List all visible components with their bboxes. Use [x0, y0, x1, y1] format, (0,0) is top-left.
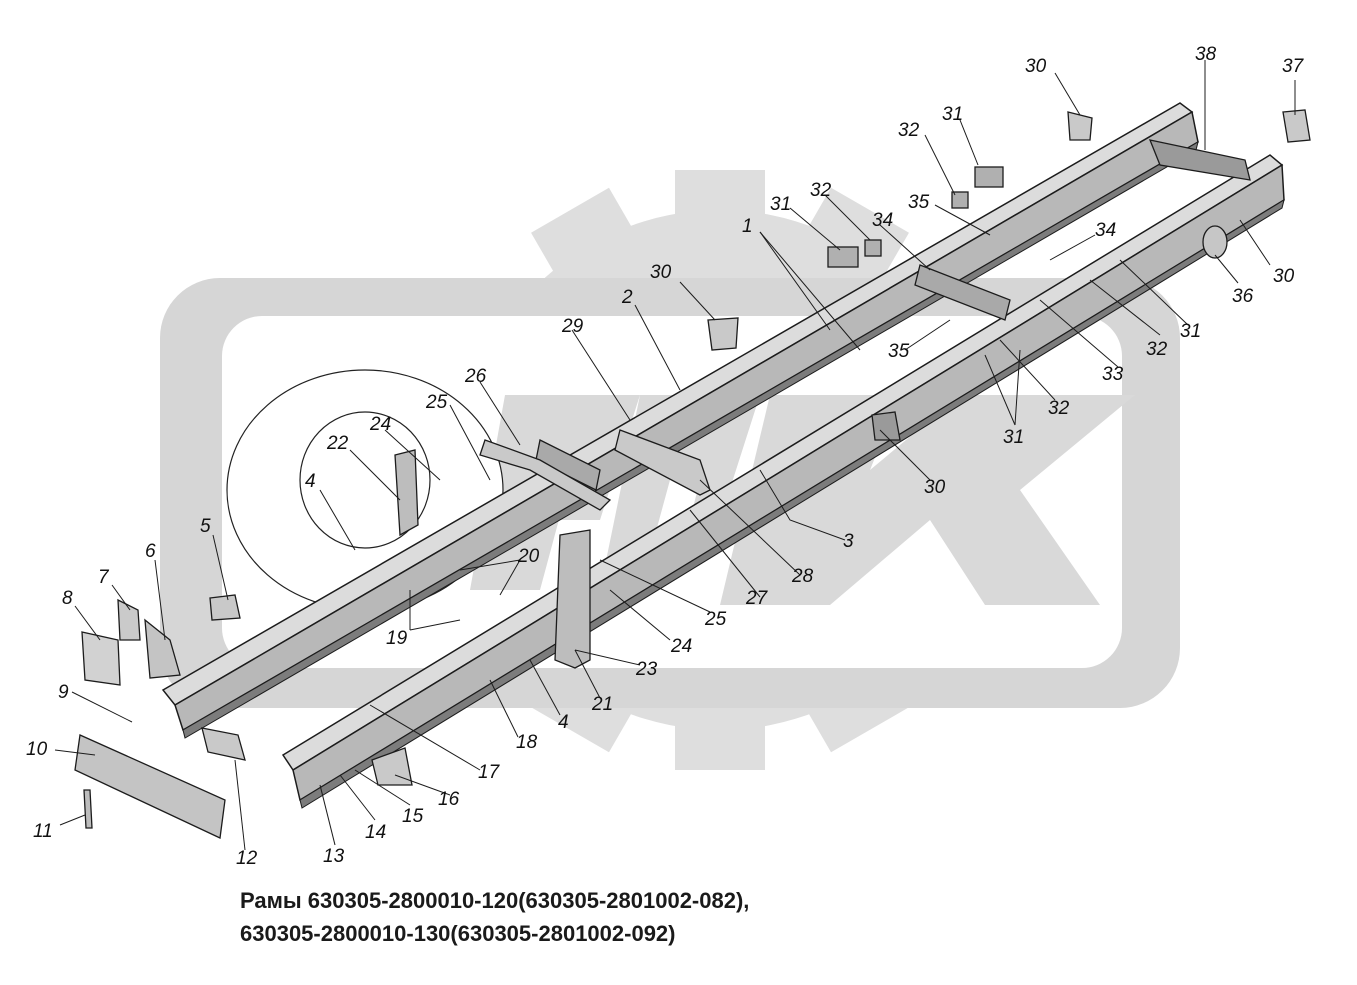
callout-32-bottom: 32	[1048, 398, 1070, 419]
callout-22: 22	[326, 433, 349, 454]
callout-18: 18	[516, 732, 538, 753]
callout-30-mid: 30	[650, 262, 672, 283]
callout-16: 16	[438, 789, 460, 810]
callout-38: 38	[1195, 44, 1217, 65]
part-37-bracket	[1282, 109, 1311, 143]
callout-10: 10	[26, 739, 48, 760]
part-31-plate-b	[974, 166, 1004, 188]
callout-4-lower: 4	[558, 712, 569, 733]
part-7-bracket	[117, 598, 141, 641]
callout-34-right: 34	[1095, 220, 1116, 241]
part-31-plate-a	[827, 246, 859, 268]
leaf-spring-right	[614, 429, 711, 496]
frame-side-member-right	[281, 154, 1285, 809]
part-16-bracket	[371, 747, 413, 786]
part-32-plate-a	[864, 239, 882, 257]
diagram-caption: Рамы 630305-2800010-120(630305-2801002-0…	[240, 884, 749, 950]
part-30-bracket-low	[871, 411, 901, 441]
callout-7: 7	[98, 567, 110, 588]
callout-4-upper: 4	[305, 471, 316, 492]
callout-30-low: 30	[924, 477, 946, 498]
callout-6: 6	[145, 541, 156, 562]
part-30-bracket-top	[1067, 111, 1093, 141]
caption-line-1: Рамы 630305-2800010-120(630305-2801002-0…	[240, 888, 750, 913]
callout-9: 9	[58, 682, 69, 703]
callout-21: 21	[591, 694, 613, 715]
part-11-pin	[83, 789, 93, 829]
callout-31-left: 31	[770, 194, 791, 215]
callout-3: 3	[843, 531, 854, 552]
cross-member-front	[74, 734, 226, 839]
callout-28: 28	[791, 566, 814, 587]
watermark-inner-ellipse	[299, 411, 431, 549]
callout-24-lower: 24	[670, 636, 692, 657]
callout-34-left: 34	[872, 210, 893, 231]
spring-bracket-front	[554, 529, 591, 669]
frame-cross-members	[74, 109, 1311, 839]
callout-31-top: 31	[942, 104, 963, 125]
callout-33: 33	[1102, 364, 1124, 385]
callout-35-bottom: 35	[888, 341, 910, 362]
callout-26: 26	[464, 366, 487, 387]
callout-23: 23	[635, 659, 658, 680]
cross-member-middle	[535, 439, 601, 491]
callout-31-right: 31	[1180, 321, 1201, 342]
callout-31-bottom: 31	[1003, 427, 1024, 448]
callout-5: 5	[200, 516, 211, 537]
callout-19: 19	[386, 628, 408, 649]
leaf-spring-left	[479, 439, 612, 511]
callout-37: 37	[1282, 56, 1305, 77]
part-12-bracket	[201, 727, 246, 761]
callout-32-top: 32	[898, 120, 920, 141]
callout-13: 13	[323, 846, 345, 867]
leader-lines	[54, 60, 1296, 851]
part-5-bracket	[209, 594, 241, 621]
part-8-bracket	[81, 631, 121, 686]
callout-11: 11	[33, 821, 53, 842]
callout-15: 15	[402, 806, 424, 827]
cross-member-rear	[1148, 139, 1251, 181]
callout-14: 14	[365, 822, 386, 843]
callout-12: 12	[236, 848, 258, 869]
callout-17: 17	[478, 762, 501, 783]
callout-27: 27	[745, 588, 769, 609]
part-32-plate-b	[951, 191, 969, 209]
callout-30-top: 30	[1025, 56, 1047, 77]
callout-2: 2	[621, 287, 633, 308]
callout-24-upper: 24	[369, 414, 391, 435]
callout-36: 36	[1232, 286, 1254, 307]
callout-8: 8	[62, 588, 73, 609]
callout-20: 20	[517, 546, 540, 567]
callout-labels: 1 2 3 4 4 5 6 7 8 9 10 11 12 13 14 15 16…	[26, 44, 1305, 869]
caption-line-2: 630305-2800010-130(630305-2801002-092)	[240, 921, 676, 946]
callout-29: 29	[561, 316, 584, 337]
callout-25-upper: 25	[425, 392, 448, 413]
callout-1: 1	[742, 216, 753, 237]
callout-32-right: 32	[1146, 339, 1168, 360]
callout-30-right: 30	[1273, 266, 1295, 287]
part-6-bracket	[144, 618, 181, 679]
cross-member-center	[914, 264, 1011, 321]
callout-25-lower: 25	[704, 609, 727, 630]
callout-35-top: 35	[908, 192, 930, 213]
callout-32-left: 32	[810, 180, 832, 201]
part-30-bracket-mid	[707, 317, 739, 351]
part-36-disc	[1202, 225, 1228, 259]
